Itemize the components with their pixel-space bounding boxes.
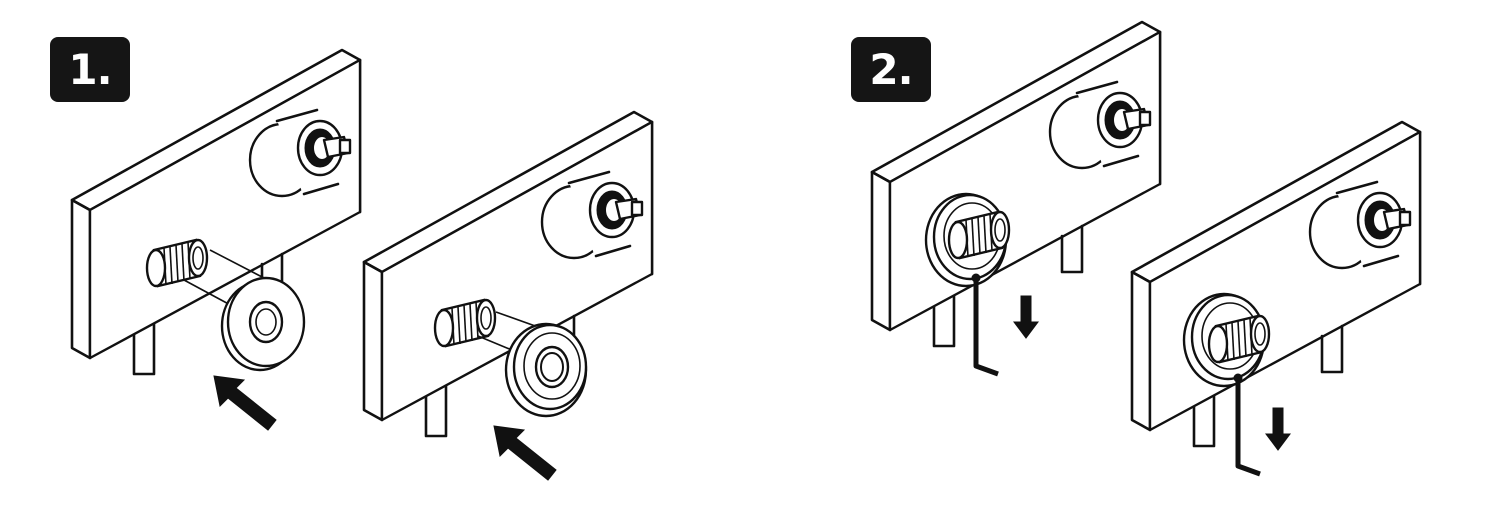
hex-key-icon	[972, 274, 998, 374]
arrow-up-left-icon	[493, 425, 557, 481]
step-1-rosette-a	[220, 276, 306, 372]
step-2-figure-b	[1130, 120, 1422, 448]
step-2-label: 2.	[869, 45, 913, 94]
step-1-label: 1.	[68, 45, 112, 94]
hex-key-icon	[1234, 374, 1260, 474]
step-1-figure-a	[70, 48, 362, 376]
step-2-figure-a	[870, 20, 1162, 348]
arrow-down-icon	[1265, 407, 1291, 451]
step-1-badge: 1.	[50, 37, 130, 102]
arrow-down-icon	[1013, 295, 1039, 339]
arrow-up-left-icon	[213, 375, 277, 431]
step-1-rosette-b	[504, 322, 588, 418]
step-2-badge: 2.	[851, 37, 931, 102]
